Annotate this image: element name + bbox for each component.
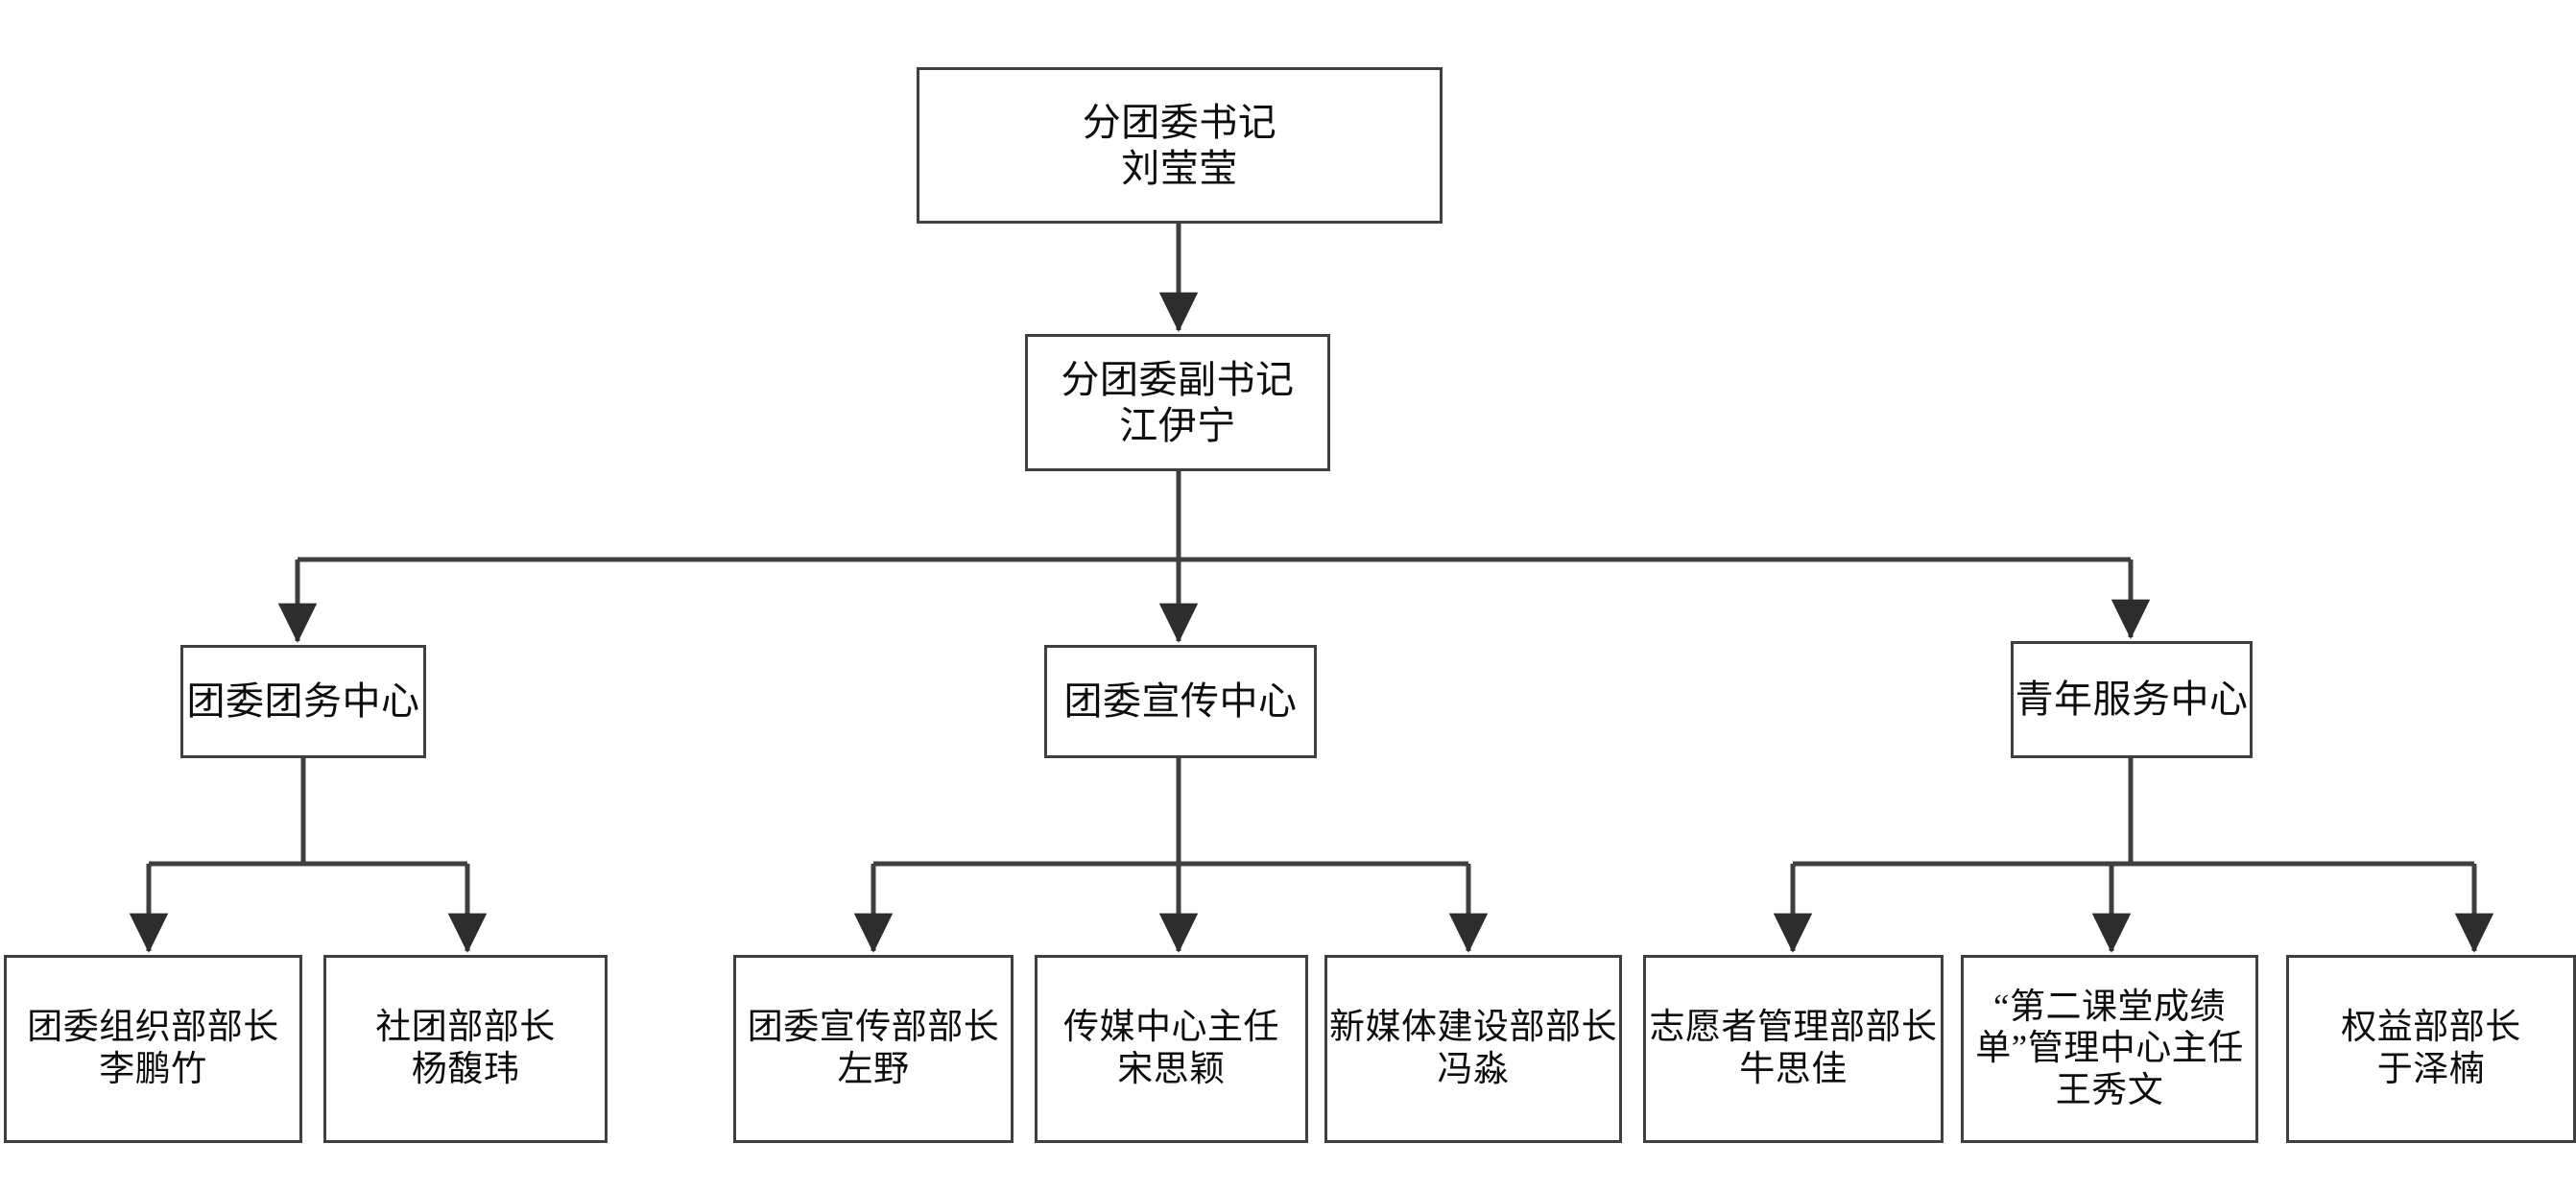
node-leaf-rights-dept-label: 权益部部长 于泽楠	[2341, 1008, 2521, 1089]
node-leaf-club-dept[interactable]: 社团部部长 杨馥玮	[323, 955, 608, 1143]
node-root[interactable]: 分团委书记 刘莹莹	[917, 67, 1443, 224]
node-center-youth-service-label: 青年服务中心	[2015, 678, 2249, 722]
node-leaf-media-center-label: 传媒中心主任 宋思颖	[1063, 1008, 1279, 1089]
node-leaf-new-media-dept-label: 新媒体建设部部长 冯淼	[1329, 1008, 1617, 1089]
node-vice-secretary-label: 分团委副书记 江伊宁	[1061, 358, 1295, 447]
node-center-xuanchuan-label: 团委宣传中心	[1063, 679, 1298, 724]
node-leaf-publicity-dept-label: 团委宣传部部长 左野	[747, 1008, 1000, 1089]
node-leaf-publicity-dept[interactable]: 团委宣传部部长 左野	[733, 955, 1014, 1143]
node-leaf-volunteer-dept-label: 志愿者管理部部长 牛思佳	[1649, 1008, 1938, 1089]
node-center-youth-service[interactable]: 青年服务中心	[2011, 641, 2253, 758]
node-vice-secretary[interactable]: 分团委副书记 江伊宁	[1025, 334, 1330, 471]
node-leaf-volunteer-dept[interactable]: 志愿者管理部部长 牛思佳	[1643, 955, 1944, 1143]
node-leaf-club-dept-label: 社团部部长 杨馥玮	[375, 1008, 556, 1089]
node-leaf-new-media-dept[interactable]: 新媒体建设部部长 冯淼	[1324, 955, 1622, 1143]
node-leaf-second-classroom-center-label: “第二课堂成绩 单”管理中心主任 王秀文	[1975, 987, 2244, 1110]
node-leaf-rights-dept[interactable]: 权益部部长 于泽楠	[2286, 955, 2576, 1143]
node-center-tuanwu-label: 团委团务中心	[186, 679, 420, 724]
node-leaf-organization-dept-label: 团委组织部部长 李鹏竹	[27, 1008, 279, 1089]
node-root-label: 分团委书记 刘莹莹	[1082, 101, 1277, 190]
node-leaf-media-center[interactable]: 传媒中心主任 宋思颖	[1035, 955, 1308, 1143]
node-center-tuanwu[interactable]: 团委团务中心	[180, 645, 426, 758]
node-center-xuanchuan[interactable]: 团委宣传中心	[1044, 645, 1317, 758]
node-leaf-second-classroom-center[interactable]: “第二课堂成绩 单”管理中心主任 王秀文	[1961, 955, 2258, 1143]
node-leaf-organization-dept[interactable]: 团委组织部部长 李鹏竹	[4, 955, 302, 1143]
